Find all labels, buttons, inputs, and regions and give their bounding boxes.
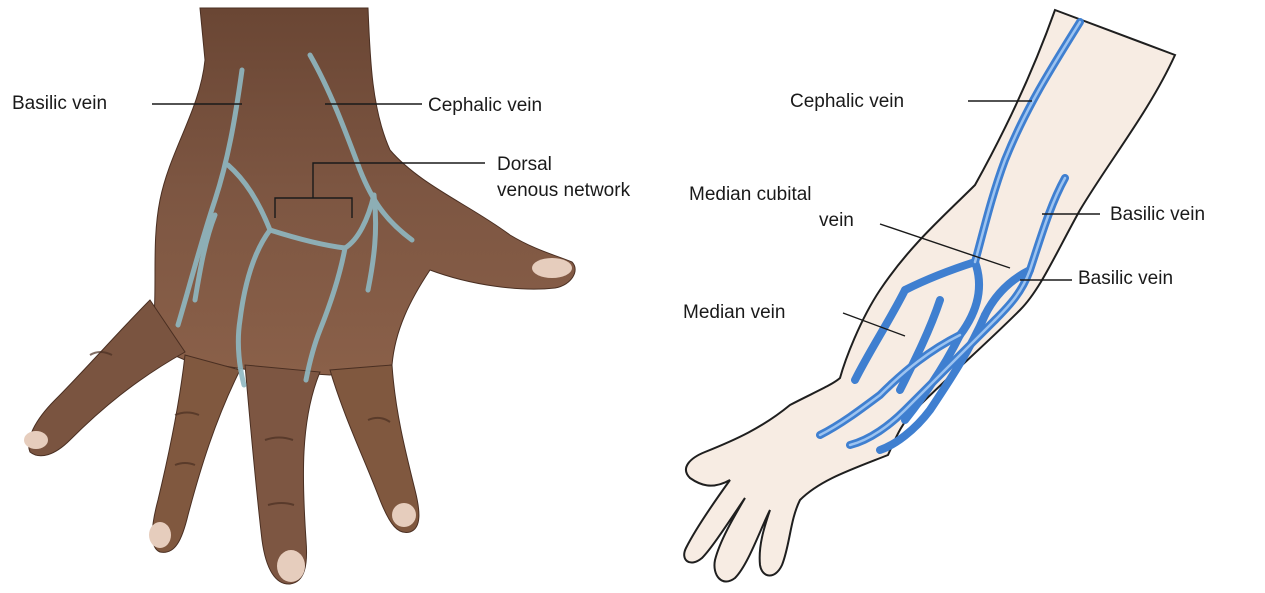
label-dorsal-line2: venous network — [497, 180, 630, 202]
label-basilic-vein-upper: Basilic vein — [1110, 204, 1205, 226]
finger-middle — [245, 365, 320, 584]
label-cephalic-vein-hand: Cephalic vein — [428, 95, 542, 117]
ring-nail — [149, 522, 171, 548]
thumb-nail — [532, 258, 572, 278]
label-basilic-vein-lower: Basilic vein — [1078, 268, 1173, 290]
label-median-cubital-line1: Median cubital — [689, 184, 812, 206]
middle-nail — [277, 550, 305, 582]
forearm-diagram — [684, 10, 1175, 582]
arm-outline — [684, 10, 1175, 582]
label-dorsal-line1: Dorsal — [497, 154, 552, 176]
label-cephalic-vein-arm: Cephalic vein — [790, 91, 904, 113]
finger-ring — [152, 355, 240, 552]
little-nail — [24, 431, 48, 449]
finger-little — [29, 300, 185, 456]
label-basilic-vein-hand: Basilic vein — [12, 93, 107, 115]
index-nail — [392, 503, 416, 527]
label-median-cubital-line2: vein — [819, 210, 854, 232]
label-median-vein: Median vein — [683, 302, 785, 324]
